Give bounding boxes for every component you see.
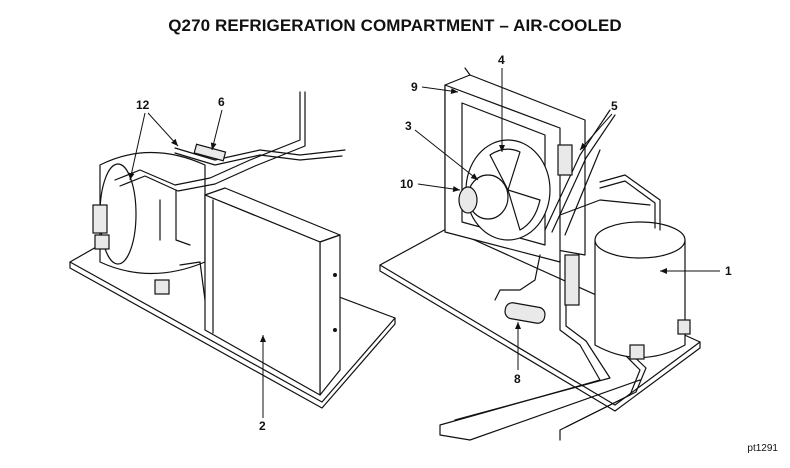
svg-text:12: 12 xyxy=(136,98,150,112)
callout-3: 3 xyxy=(405,119,479,181)
right-tubing xyxy=(439,109,651,441)
svg-text:8: 8 xyxy=(514,372,521,386)
svg-text:9: 9 xyxy=(411,80,418,94)
left-tubing xyxy=(114,91,346,301)
callout-10: 10 xyxy=(400,177,461,192)
left-unit xyxy=(69,91,396,409)
svg-text:2: 2 xyxy=(259,419,266,433)
condenser-fan xyxy=(458,139,551,241)
svg-text:10: 10 xyxy=(400,177,414,191)
svg-text:4: 4 xyxy=(498,53,505,67)
left-condenser xyxy=(204,187,341,396)
callout-8: 8 xyxy=(514,322,521,386)
callout-1: 1 xyxy=(660,264,732,278)
svg-text:5: 5 xyxy=(611,99,618,113)
callout-4: 4 xyxy=(498,53,505,152)
right-unit xyxy=(379,67,701,441)
callout-9: 9 xyxy=(411,80,459,95)
diagram-title: Q270 REFRIGERATION COMPARTMENT – AIR-COO… xyxy=(168,16,622,35)
left-compressor xyxy=(92,152,206,295)
figure-reference: pt1291 xyxy=(747,443,778,454)
callout-5: 5 xyxy=(579,99,618,151)
callout-6: 6 xyxy=(210,95,225,151)
svg-text:1: 1 xyxy=(725,264,732,278)
callout-12: 12 xyxy=(128,98,179,181)
callout-2: 2 xyxy=(259,335,266,433)
svg-text:3: 3 xyxy=(405,119,412,133)
svg-text:6: 6 xyxy=(218,95,225,109)
right-compressor xyxy=(594,174,691,360)
